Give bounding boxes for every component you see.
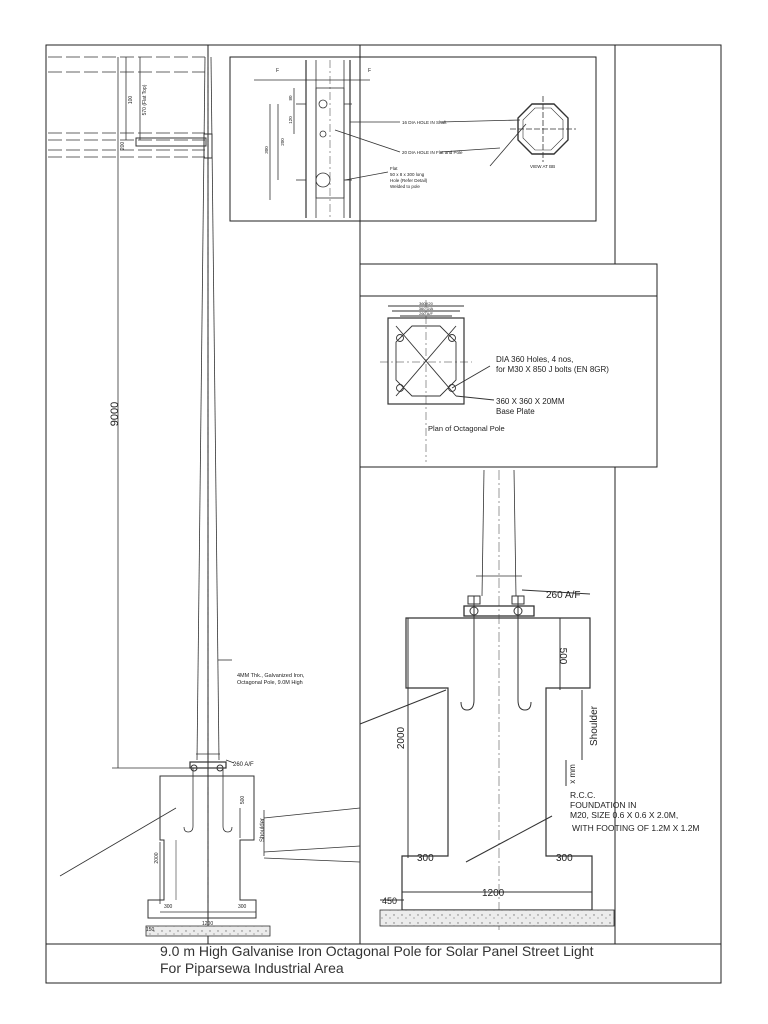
drawing-subtitle: For Piparsewa Industrial Area (160, 960, 344, 976)
hole-shaft-label: 16 DIA HOLE IN Shaft (402, 120, 447, 125)
bracket-dim-300: 300 (264, 146, 269, 154)
top-dim-570: 570 (Flat Top) (142, 84, 148, 115)
flat-label-4: Welded to pole (390, 184, 420, 189)
foundation-dim-150-small: 150 (146, 927, 155, 933)
holes-note-2: for M30 X 850 J bolts (EN 8GR) (496, 365, 609, 374)
bracket-detail (254, 60, 576, 218)
pole-elevation (48, 56, 361, 940)
foundation-af-label: 260 A/F (546, 590, 580, 601)
foundation-dim-300b-small: 300 (238, 904, 247, 910)
plate-note-2: Base Plate (496, 407, 535, 416)
foundation-dim-2000: 2000 (396, 726, 407, 749)
section-b-label: F (368, 68, 371, 74)
pole-note-line-1: 4MM Thk., Galvanized Iron, (237, 673, 305, 679)
bracket-dim-120: 120 (288, 116, 293, 124)
plan-dim-outer: 360X20 (419, 301, 434, 306)
pole-note-line-2: Octagonal Pole, 9.0M High (237, 680, 303, 686)
flat-label-1: Flat (390, 166, 398, 171)
foundation-dim-1200-small: 1200 (202, 921, 213, 927)
foundation-dim-2000-small: 2000 (154, 852, 160, 863)
hole-flat-label: 20 DIA HOLE IN Flat and Pole (402, 150, 463, 155)
plan-dim-mid: 360 DIA (419, 306, 434, 311)
foundation-dim-300a: 300 (417, 853, 434, 864)
foundation-dim-300b: 300 (556, 853, 573, 864)
flat-label-2: 50 x 8 x 300 long (390, 172, 425, 177)
foundation-dim-1200: 1200 (482, 888, 505, 899)
top-dim-100: 100 (128, 96, 134, 105)
section-a-label: F (276, 68, 279, 74)
foundation-dim-x: x mm (568, 764, 577, 784)
pole-elevation-labels: 9000 100 570 (Flat Top) 200 4MM Thk., Ga… (109, 84, 305, 933)
foundation-dim-300a-small: 300 (164, 904, 173, 910)
foundation-shoulder-label: Shoulder (589, 705, 600, 746)
bracket-detail-labels: F F 16 DIA HOLE IN Shaft 20 DIA HOLE IN … (264, 68, 555, 189)
plate-note-1: 360 X 360 X 20MM (496, 397, 565, 406)
base-plate-labels: 360X20 360 DIA 260 A/F DIA 360 Holes, 4 … (419, 301, 609, 433)
foundation-note-4: WITH FOOTING OF 1.2M X 1.2M (572, 823, 700, 833)
foundation-section (359, 469, 615, 930)
foundation-note-1: R.C.C. (570, 790, 596, 800)
view-label: VIEW AT BB (530, 164, 555, 169)
af-label-small: 260 A/F (233, 762, 254, 768)
foundation-note-2: FOUNDATION IN (570, 800, 636, 810)
drawing-title-block: 9.0 m High Galvanise Iron Octagonal Pole… (160, 943, 720, 977)
sheet-frame (45, 44, 722, 984)
plan-dim-inner: 260 A/F (419, 311, 433, 316)
foundation-labels: 260 A/F 500 Shoulder 2000 x mm R.C.C. FO… (382, 590, 700, 906)
height-dim-label: 9000 (109, 402, 121, 426)
base-plate-plan (380, 300, 495, 462)
flat-label-3: Hole (Refer Detail) (390, 178, 428, 183)
holes-note-1: DIA 360 Holes, 4 nos, (496, 355, 573, 364)
top-dim-200: 200 (120, 142, 126, 151)
bracket-dim-80: 80 (288, 95, 293, 101)
shoulder-label-small: Shoulder (260, 818, 266, 842)
foundation-dim-500: 500 (557, 648, 568, 665)
foundation-dim-500-small: 500 (240, 796, 246, 805)
foundation-note-3: M20, SIZE 0.6 X 0.6 X 2.0M, (570, 810, 678, 820)
bracket-dim-200: 200 (280, 138, 285, 146)
drawing-title: 9.0 m High Galvanise Iron Octagonal Pole… (160, 943, 594, 959)
foundation-dim-450: 450 (382, 896, 397, 906)
plan-caption: Plan of Octagonal Pole (428, 424, 505, 433)
